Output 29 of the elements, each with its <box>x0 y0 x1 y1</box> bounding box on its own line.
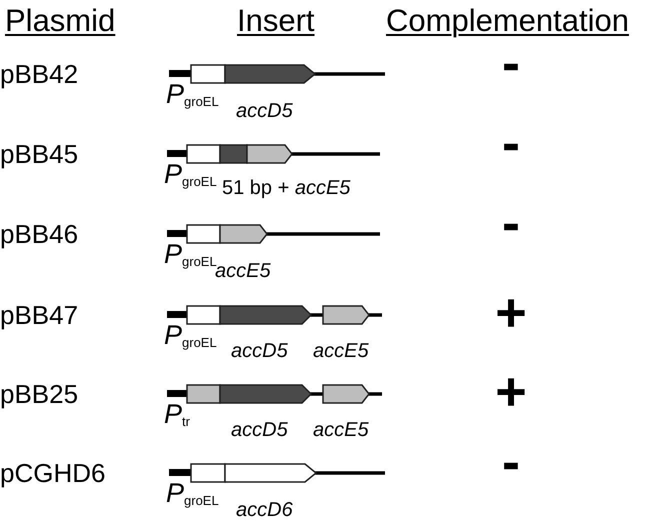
complementation-result: + <box>495 300 527 328</box>
promoter-label: P$_{tr}$ <box>164 404 190 431</box>
promoter-label: P$_{groEL}$ <box>166 484 219 510</box>
gene-label: accD5 <box>231 420 288 440</box>
plasmid-name: pBB47 <box>0 302 78 328</box>
gene-label: accE5 <box>313 341 369 362</box>
plasmid-name: pBB46 <box>0 220 78 247</box>
complementation-result: + <box>495 379 527 406</box>
gene-label: accE5 <box>215 261 271 282</box>
promoter-label: P$_{groEL}$ <box>164 326 217 352</box>
gene-label: accD6 <box>236 500 293 520</box>
complementation-result: - <box>502 130 520 158</box>
complementation-result: - <box>502 50 520 78</box>
complementation-result: - <box>502 210 520 238</box>
plasmid-name: pBB25 <box>0 380 78 407</box>
gene-label: accD5 <box>231 341 288 362</box>
gene-label: accD5 <box>236 101 293 122</box>
column-header: Insert <box>237 4 315 36</box>
plasmid-name: pCGHD6 <box>0 460 106 486</box>
column-header: Plasmid <box>5 4 116 36</box>
promoter-label: P$_{groEL}$ <box>164 164 217 191</box>
promoter-label: P$_{groEL}$ <box>166 84 219 111</box>
complementation-result: - <box>502 449 520 476</box>
column-header: Complementation <box>386 4 629 36</box>
gene-label: 51 bp + accE5 <box>222 178 350 198</box>
plasmid-name: pBB45 <box>0 140 78 167</box>
plasmid-name: pBB42 <box>0 60 78 87</box>
promoter-label: P$_{groEL}$ <box>164 244 217 269</box>
gene-label: accE5 <box>313 420 369 440</box>
